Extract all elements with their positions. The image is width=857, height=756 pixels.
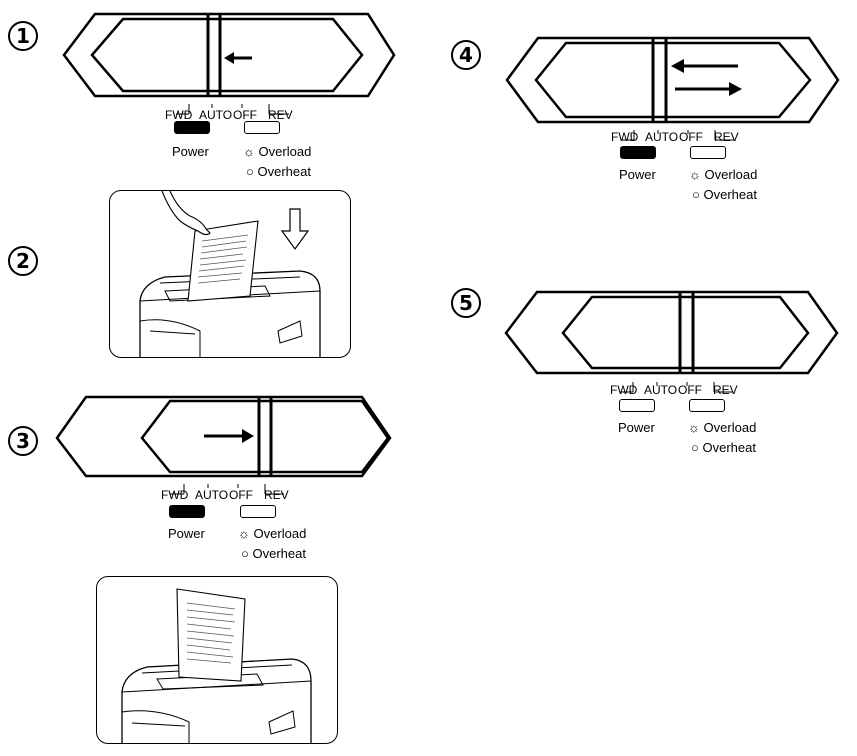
step-3-badge: 3: [8, 426, 38, 456]
power-label: Power: [618, 420, 655, 435]
auto-label: AUTO: [644, 383, 678, 397]
shredder-feeding-photo: [109, 190, 351, 358]
fwd-label: FWD: [161, 488, 189, 502]
fwd-label: FWD: [611, 130, 639, 144]
off-label: OFF: [679, 130, 703, 144]
rev-label: REV: [268, 108, 293, 122]
overload-led: [690, 146, 726, 159]
circle-icon: ○: [691, 440, 699, 455]
step-4-badge: 4: [451, 40, 481, 70]
sun-icon: ☼: [689, 167, 701, 182]
auto-label: AUTO: [199, 108, 233, 122]
off-label: OFF: [233, 108, 257, 122]
auto-label: AUTO: [195, 488, 229, 502]
right-arrow-icon: [204, 429, 254, 443]
circle-icon: ○: [241, 546, 249, 561]
sun-icon: ☼: [688, 420, 700, 435]
step-5-badge: 5: [451, 288, 481, 318]
step-1-badge: 1: [8, 21, 38, 51]
rev-label: REV: [264, 488, 289, 502]
left-arrow-icon: [671, 59, 738, 73]
sun-icon: ☼: [238, 526, 250, 541]
off-label: OFF: [229, 488, 253, 502]
overheat-label: Overheat: [257, 164, 311, 179]
power-label: Power: [172, 144, 209, 159]
overheat-label: Overheat: [703, 187, 757, 202]
overload-led: [244, 121, 280, 134]
off-label: OFF: [678, 383, 702, 397]
shredder-illustration: [121, 588, 312, 743]
power-label: Power: [619, 167, 656, 182]
overload-label: Overload: [704, 167, 758, 182]
circle-icon: ○: [246, 164, 254, 179]
overload-label: Overload: [258, 144, 312, 159]
step-2-badge: 2: [8, 246, 38, 276]
right-arrow-icon: [675, 82, 742, 96]
fwd-label: FWD: [165, 108, 193, 122]
left-arrow-icon: [224, 52, 252, 64]
shredder-illustration: [139, 191, 321, 357]
power-led: [169, 505, 205, 518]
overheat-label: Overheat: [702, 440, 756, 455]
overheat-label: Overheat: [252, 546, 306, 561]
overload-label: Overload: [253, 526, 307, 541]
sun-icon: ☼: [243, 144, 255, 159]
power-led: [174, 121, 210, 134]
overload-label: Overload: [703, 420, 757, 435]
power-label: Power: [168, 526, 205, 541]
rev-label: REV: [714, 130, 739, 144]
shredder-shredding-photo: [96, 576, 338, 744]
overload-led: [689, 399, 725, 412]
power-led: [620, 146, 656, 159]
down-arrow-icon: [280, 208, 310, 251]
auto-label: AUTO: [645, 130, 679, 144]
circle-icon: ○: [692, 187, 700, 202]
overload-led: [240, 505, 276, 518]
rev-label: REV: [713, 383, 738, 397]
power-led: [619, 399, 655, 412]
fwd-label: FWD: [610, 383, 638, 397]
